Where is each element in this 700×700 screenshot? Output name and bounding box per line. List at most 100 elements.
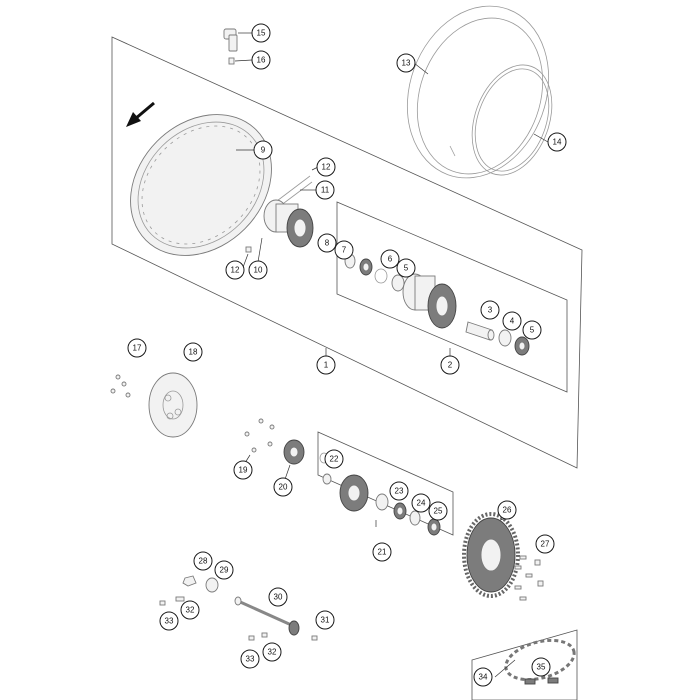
chain-part	[504, 638, 576, 685]
callout-33-right-label: 33	[246, 655, 255, 664]
callout-9-label: 9	[261, 146, 266, 155]
rim-tape-part	[471, 64, 553, 176]
callout-27: 27	[535, 534, 555, 554]
carrier-bearings-part	[375, 493, 441, 536]
callout-30: 30	[268, 587, 288, 607]
seal-ring-part	[514, 336, 530, 356]
sprocket-bolts-part	[514, 555, 544, 601]
callout-35-label: 35	[537, 663, 546, 672]
sprocket-carrier-part	[322, 473, 369, 512]
callout-23: 23	[389, 481, 409, 501]
callout-16-label: 16	[257, 56, 266, 65]
callout-35: 35	[531, 657, 551, 677]
callout-33-left-label: 33	[165, 617, 174, 626]
cush-drive-rubber-part	[283, 439, 329, 465]
callout-12-top-label: 12	[322, 163, 331, 172]
callout-1: 1	[316, 355, 336, 375]
callout-16: 16	[251, 50, 271, 70]
callout-6-label: 6	[388, 255, 393, 264]
callout-18: 18	[183, 342, 203, 362]
callout-5-bottom-label: 5	[530, 326, 535, 335]
callout-20: 20	[273, 477, 293, 497]
callout-6: 6	[380, 249, 400, 269]
callout-15: 15	[251, 23, 271, 43]
callout-2-label: 2	[448, 361, 453, 370]
hub-cush-box	[317, 431, 454, 536]
axle-nut-part	[182, 575, 197, 587]
callout-18-label: 18	[189, 348, 198, 357]
callout-3: 3	[480, 300, 500, 320]
valve-nut-part	[228, 57, 235, 65]
callout-8-label: 8	[325, 239, 330, 248]
wheel-assembly-box	[111, 36, 583, 469]
callout-5-top-label: 5	[404, 264, 409, 273]
callout-19-label: 19	[239, 466, 248, 475]
inner-tube-part	[406, 5, 550, 179]
callout-21-label: 21	[378, 548, 387, 557]
callout-14-label: 14	[553, 138, 562, 147]
callout-17: 17	[127, 338, 147, 358]
callout-21: 21	[372, 542, 392, 562]
spacer-ring-part	[498, 329, 512, 347]
callout-11-label: 11	[321, 186, 330, 195]
valve-cap-part	[223, 28, 238, 52]
chain-adjuster-part	[159, 596, 268, 641]
callout-4-label: 4	[510, 317, 515, 326]
callout-29: 29	[214, 560, 234, 580]
rotation-arrow-icon	[126, 101, 155, 127]
callout-10: 10	[248, 260, 268, 280]
callout-5-bottom: 5	[522, 320, 542, 340]
callout-32-right-label: 32	[268, 648, 277, 657]
hub-assembly-box	[336, 201, 568, 393]
callout-26: 26	[497, 500, 517, 520]
callout-30-label: 30	[274, 593, 283, 602]
callout-7: 7	[334, 240, 354, 260]
callout-13: 13	[396, 53, 416, 73]
callout-28-label: 28	[199, 557, 208, 566]
callout-29-label: 29	[220, 566, 229, 575]
callout-32-left-label: 32	[186, 606, 195, 615]
callout-3-label: 3	[488, 306, 493, 315]
callout-7-label: 7	[342, 246, 347, 255]
callout-31-label: 31	[321, 616, 330, 625]
axle-clamp-part	[311, 635, 318, 641]
callout-4: 4	[502, 311, 522, 331]
callout-19: 19	[233, 460, 253, 480]
spacer-sleeve-part	[465, 321, 495, 341]
callout-25: 25	[428, 501, 448, 521]
chain-box	[471, 629, 578, 700]
callout-12-bottom: 12	[225, 260, 245, 280]
washer-part	[205, 577, 219, 593]
callout-22-label: 22	[330, 455, 339, 464]
callout-11: 11	[315, 180, 335, 200]
callout-10-label: 10	[254, 266, 263, 275]
callout-24: 24	[411, 493, 431, 513]
callout-25-label: 25	[434, 507, 443, 516]
callout-14: 14	[547, 132, 567, 152]
callout-1-label: 1	[324, 361, 329, 370]
callout-23-label: 23	[395, 487, 404, 496]
callout-12-bottom-label: 12	[231, 266, 240, 275]
wheel-hub-part	[263, 199, 314, 248]
axle-part	[234, 596, 300, 636]
callout-24-label: 24	[417, 499, 426, 508]
disc-bolts-part	[110, 374, 131, 398]
callout-20-label: 20	[279, 483, 288, 492]
callout-22: 22	[324, 449, 344, 469]
callout-31: 31	[315, 610, 335, 630]
callout-12-top: 12	[316, 157, 336, 177]
rear-hub-part	[402, 273, 457, 329]
rear-sprocket-part	[462, 512, 520, 598]
cush-drive-bolts-part	[244, 418, 275, 453]
callout-32-left: 32	[180, 600, 200, 620]
callout-13-label: 13	[402, 59, 411, 68]
callout-5-top: 5	[396, 258, 416, 278]
callout-26-label: 26	[503, 506, 512, 515]
callout-2: 2	[440, 355, 460, 375]
callout-17-label: 17	[133, 344, 142, 353]
callout-28: 28	[193, 551, 213, 571]
callout-27-label: 27	[541, 540, 550, 549]
callout-15-label: 15	[257, 29, 266, 38]
brake-disc-part	[148, 372, 198, 438]
